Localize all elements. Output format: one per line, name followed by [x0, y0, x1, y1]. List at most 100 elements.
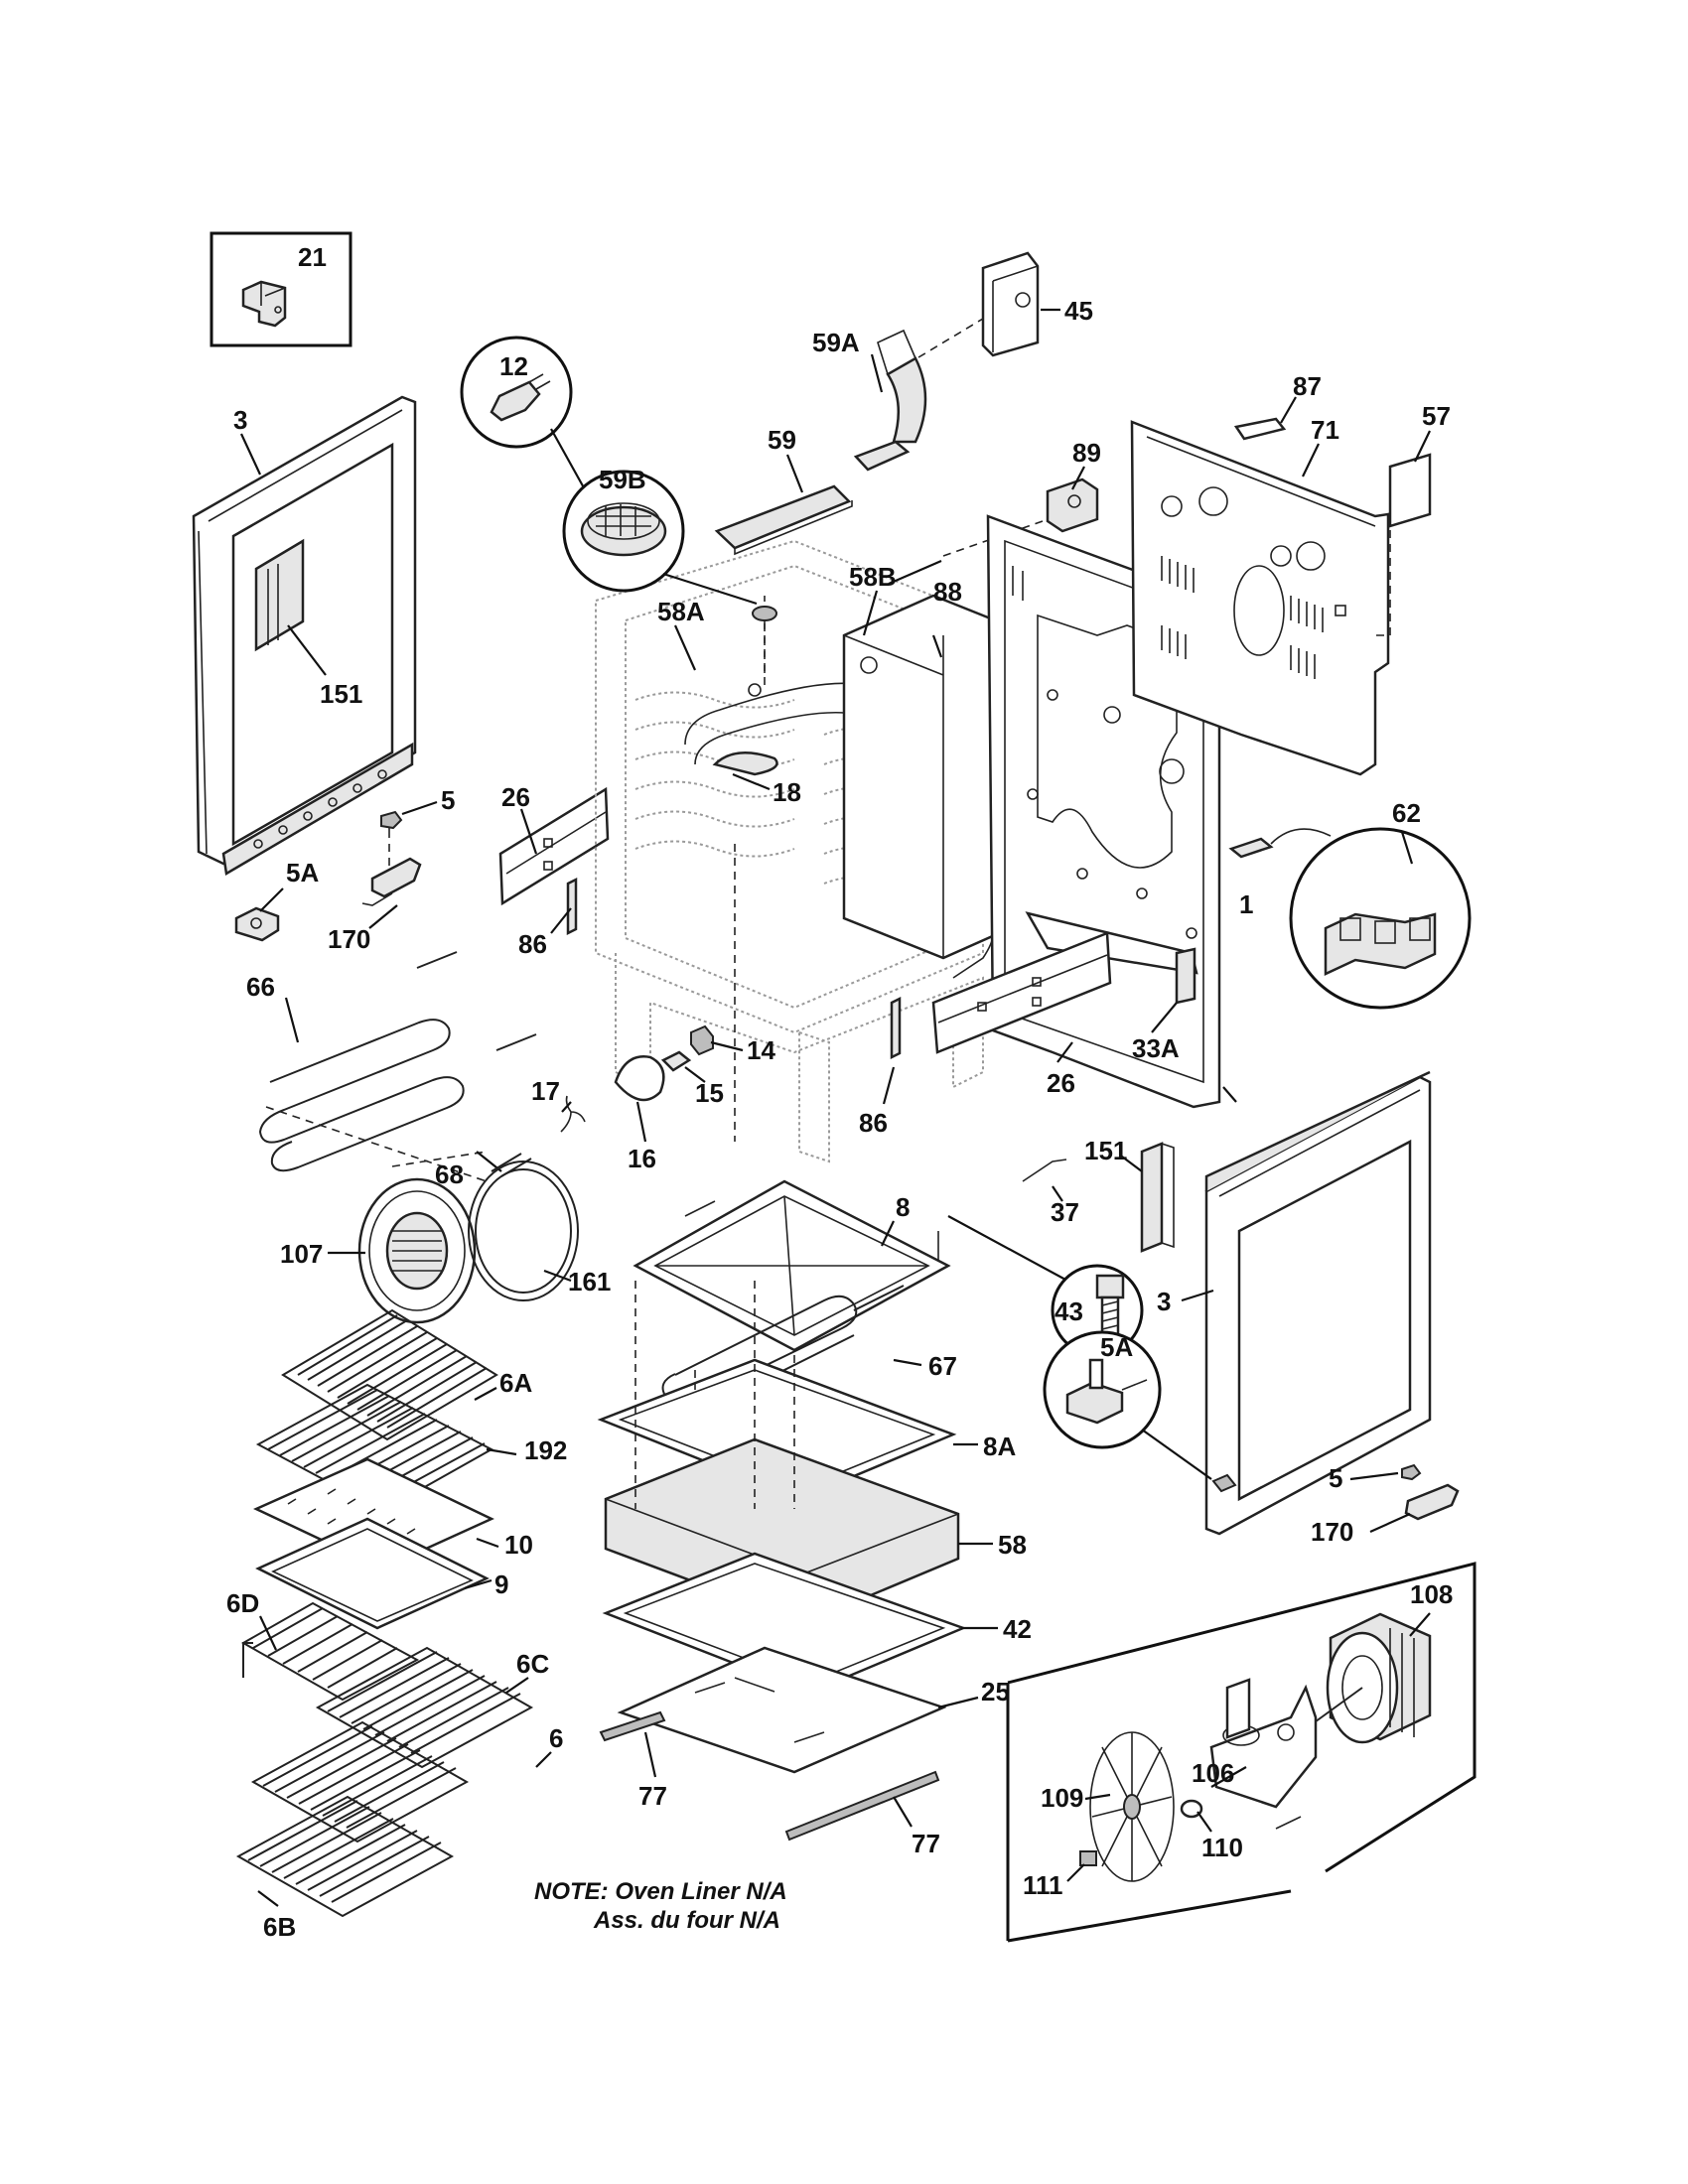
part-33a-bottom-rail: [1025, 911, 1198, 1005]
label-6b: 6B: [263, 1912, 296, 1942]
part-5a-left-hinge-receiver: [234, 906, 280, 942]
part-12-inset: [460, 336, 573, 449]
label-66: 66: [246, 972, 275, 1002]
part-59a-duct: [853, 329, 927, 472]
part-109-fan-blade: [1089, 1731, 1175, 1882]
part-161-convection-element: [468, 1153, 579, 1301]
part-3-right-side-panel: [1204, 1070, 1432, 1536]
part-111-nut: [1079, 1850, 1097, 1866]
part-37-sensor: [1022, 1159, 1067, 1182]
label-6a: 6A: [499, 1368, 532, 1398]
label-88: 88: [933, 577, 962, 607]
part-86-right-bracket: [890, 996, 902, 1060]
label-59a: 59A: [812, 328, 860, 357]
label-87: 87: [1293, 371, 1322, 401]
label-161: 161: [568, 1267, 611, 1297]
part-25-bottom-cover: [617, 1646, 947, 1774]
part-59b-inset: [562, 470, 685, 593]
label-43: 43: [1055, 1297, 1083, 1326]
label-5-left: 5: [441, 785, 455, 815]
part-66-broil-element: [258, 951, 537, 1172]
label-5a-right: 5A: [1100, 1332, 1133, 1362]
part-6a-rack: [281, 1308, 498, 1441]
part-3-left-side-panel: [192, 395, 417, 877]
label-67: 67: [928, 1351, 957, 1381]
label-107: 107: [280, 1239, 323, 1269]
label-33a: 33A: [1132, 1033, 1180, 1063]
label-192: 192: [524, 1435, 567, 1465]
label-170-right: 170: [1311, 1517, 1353, 1547]
part-86-left-bracket: [566, 877, 578, 936]
label-14: 14: [747, 1035, 775, 1065]
part-6-rack: [250, 1720, 470, 1843]
part-6d-rack: [240, 1601, 420, 1702]
part-57-plate: [1388, 453, 1432, 528]
part-17-clip: [560, 1095, 586, 1133]
part-14-socket: [690, 1024, 714, 1056]
label-37: 37: [1051, 1197, 1079, 1227]
label-18: 18: [773, 777, 801, 807]
label-151-left: 151: [320, 679, 362, 709]
part-45-bracket: [981, 251, 1040, 357]
label-106: 106: [1192, 1758, 1234, 1788]
label-3-left: 3: [233, 405, 247, 435]
label-77-right: 77: [912, 1829, 940, 1858]
label-6d: 6D: [226, 1588, 259, 1618]
part-5a-right-inset: [1043, 1330, 1162, 1449]
label-86-right: 86: [859, 1108, 888, 1138]
label-59b: 59B: [599, 465, 646, 494]
label-77-left: 77: [638, 1781, 667, 1811]
part-87-clip: [1233, 417, 1287, 441]
label-8: 8: [896, 1192, 910, 1222]
label-15: 15: [695, 1078, 724, 1108]
label-110: 110: [1201, 1833, 1243, 1862]
label-12: 12: [499, 351, 528, 381]
part-77-left-slide: [599, 1710, 666, 1742]
label-59: 59: [768, 425, 796, 455]
part-170-right-hinge: [1404, 1483, 1460, 1521]
label-21: 21: [298, 242, 327, 272]
label-10: 10: [504, 1530, 533, 1560]
label-71: 71: [1311, 415, 1339, 445]
part-26-right-rail: [931, 931, 1112, 1054]
label-57: 57: [1422, 401, 1451, 431]
part-15-bulb: [660, 1050, 692, 1072]
label-68: 68: [435, 1160, 464, 1189]
label-8a: 8A: [983, 1432, 1016, 1461]
part-170-left-hinge: [361, 857, 422, 906]
label-170-left: 170: [328, 924, 370, 954]
part-6c-rack: [315, 1646, 534, 1769]
label-45: 45: [1064, 296, 1093, 326]
part-77-right-slide: [784, 1770, 940, 1842]
part-106-motor-bracket: [1209, 1678, 1318, 1830]
label-111: 111: [1023, 1870, 1063, 1900]
part-110-washer: [1180, 1799, 1203, 1819]
label-5-right: 5: [1329, 1463, 1342, 1493]
part-151-right-bracket: [1140, 1142, 1175, 1253]
part-89-bracket: [1046, 478, 1099, 533]
part-5-left-screw: [380, 810, 403, 838]
label-108: 108: [1410, 1579, 1453, 1609]
label-86-left: 86: [518, 929, 547, 959]
label-26-right: 26: [1047, 1068, 1075, 1098]
part-5-right-screw: [1401, 1463, 1422, 1481]
note-line-1: NOTE: Oven Liner N/A: [534, 1878, 787, 1905]
note-line-2: Ass. du four N/A: [593, 1907, 780, 1934]
label-89: 89: [1072, 438, 1101, 468]
part-6b-rack: [235, 1795, 455, 1918]
label-58b: 58B: [849, 562, 897, 592]
label-5a-left: 5A: [286, 858, 319, 887]
label-3-right: 3: [1157, 1287, 1171, 1316]
part-107-convection-cover: [357, 1177, 477, 1324]
label-26-left: 26: [501, 782, 530, 812]
label-58a: 58A: [657, 597, 705, 626]
label-17: 17: [531, 1076, 560, 1106]
part-26-left-rail: [498, 786, 610, 906]
part-43-screw-inset: [937, 1215, 1144, 1357]
label-16: 16: [628, 1144, 656, 1173]
label-62: 62: [1392, 798, 1421, 828]
part-71-rear-panel: [1130, 420, 1390, 776]
part-8-oven-bottom: [633, 1179, 951, 1352]
label-6c: 6C: [516, 1649, 549, 1679]
